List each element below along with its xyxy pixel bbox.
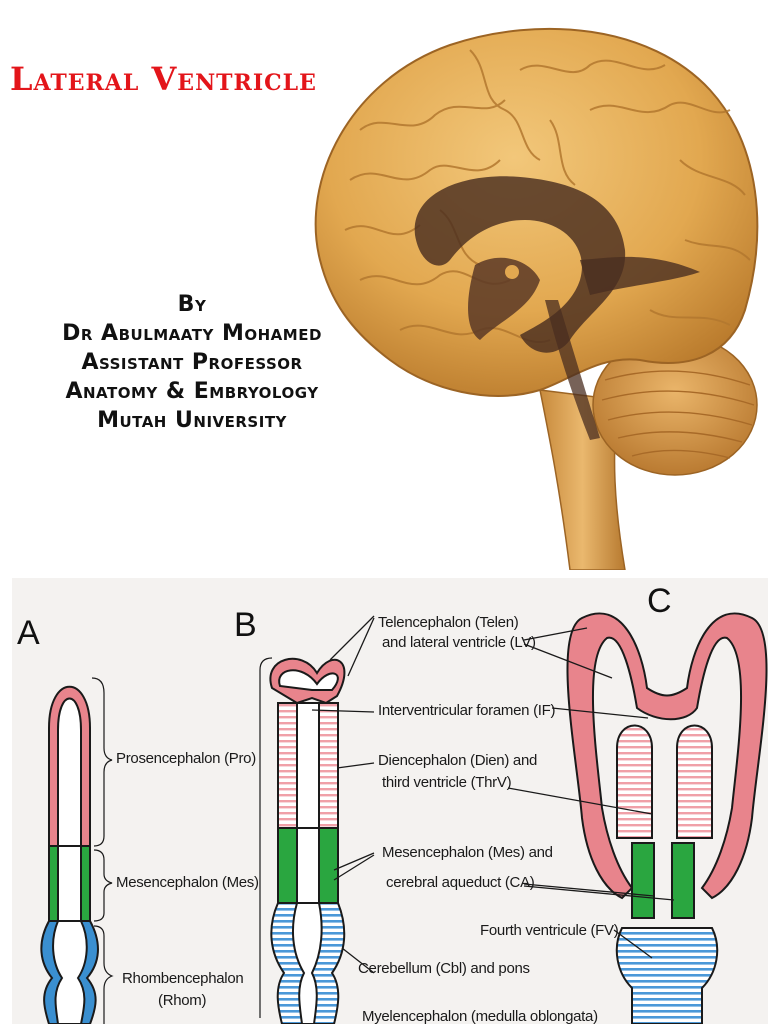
author-university: Mutah University xyxy=(97,408,287,433)
label-rhombencephalon: Rhombencephalon xyxy=(122,970,244,987)
by-label: By xyxy=(177,292,207,317)
lateral-ventricle xyxy=(414,176,626,353)
panel-c-brain xyxy=(566,612,768,1024)
panel-a-tube xyxy=(40,685,99,1024)
label-cerebellum: Cerebellum (Cbl) and pons xyxy=(358,960,530,977)
panel-label-b: B xyxy=(234,606,257,644)
label-interventricular-foramen: Interventricular foramen (IF) xyxy=(378,702,556,719)
label-prosencephalon: Prosencephalon (Pro) xyxy=(116,750,256,767)
author-department: Anatomy & Embryology xyxy=(65,379,319,404)
label-cerebral-aqueduct: cerebral aqueduct (CA) xyxy=(386,874,535,891)
brain-illustration xyxy=(314,27,759,570)
label-lateral-ventricle: and lateral ventricle (LV) xyxy=(382,634,536,651)
label-mesencephalon: Mesencephalon (Mes) xyxy=(116,874,259,891)
panel-b-tube xyxy=(269,657,346,1024)
panel-label-c: C xyxy=(647,582,672,620)
author-position: Assistant Professor xyxy=(81,350,303,375)
label-rhombencephalon-abbr: (Rhom) xyxy=(158,992,207,1009)
title-slide: Lateral Ventricle By Dr Abulmaaty Mohame… xyxy=(10,27,759,570)
label-mesencephalon-ca: Mesencephalon (Mes) and xyxy=(382,844,553,861)
label-fourth-ventricle: Fourth ventricule (FV) xyxy=(480,922,619,939)
label-myelencephalon: Myelencephalon (medulla oblongata) xyxy=(362,1008,598,1024)
label-telencephalon: Telencephalon (Telen) xyxy=(378,614,519,631)
embryology-diagram: A B C Telencephalon (Telen) and lateral … xyxy=(12,578,768,1024)
label-third-ventricle: third ventricle (ThrV) xyxy=(382,774,512,791)
panel-label-a: A xyxy=(17,614,40,652)
slide-title: Lateral Ventricle xyxy=(10,60,317,98)
label-diencephalon: Diencephalon (Dien) and xyxy=(378,752,538,769)
diagram-drawing xyxy=(40,612,768,1024)
author-name: Dr Abulmaaty Mohamed xyxy=(62,321,322,346)
author-block: By Dr Abulmaaty Mohamed Assistant Profes… xyxy=(22,290,362,435)
